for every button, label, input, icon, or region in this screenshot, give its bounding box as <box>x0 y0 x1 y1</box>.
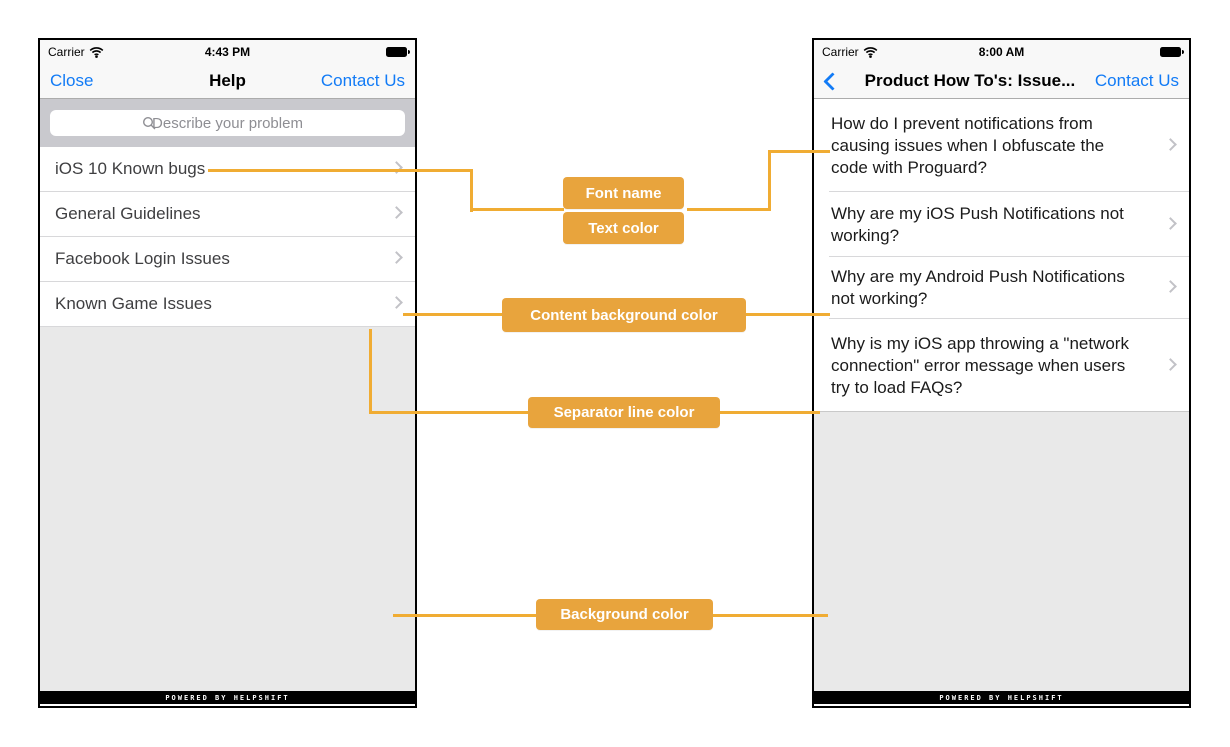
connector-separator-left-v <box>369 329 372 414</box>
faq-question-item[interactable]: How do I prevent notifications from caus… <box>814 99 1189 192</box>
connector-font-name-left-h2 <box>470 208 564 211</box>
chevron-right-icon <box>1164 216 1177 230</box>
nav-bar: Help Close Contact Us <box>40 64 415 99</box>
faq-question-item[interactable]: Why are my Android Push Notifications no… <box>814 257 1189 319</box>
faq-section-item[interactable]: General Guidelines <box>40 192 415 237</box>
chevron-right-icon <box>390 296 403 309</box>
footer-divider <box>40 704 415 706</box>
status-time: 8:00 AM <box>978 45 1025 59</box>
nav-bar: Product How To's: Issue... Contact Us <box>814 64 1189 99</box>
chevron-right-icon <box>390 206 403 219</box>
faq-section-item[interactable]: Facebook Login Issues <box>40 237 415 282</box>
faq-question-list: How do I prevent notifications from caus… <box>814 99 1189 412</box>
faq-question-item[interactable]: Why are my iOS Push Notifications not wo… <box>814 192 1189 257</box>
faq-question-item[interactable]: Why is my iOS app throwing a "network co… <box>814 319 1189 412</box>
connector-font-name-left-v <box>470 169 473 212</box>
search-section <box>40 99 415 147</box>
connector-content-bg-left <box>403 313 502 316</box>
close-button[interactable]: Close <box>50 71 94 90</box>
nav-title: Help <box>209 71 246 90</box>
chevron-right-icon <box>390 251 403 264</box>
connector-background-left <box>393 614 536 617</box>
text-color-tag[interactable]: Text color <box>563 212 684 244</box>
connector-content-bg-right <box>746 313 830 316</box>
phone-mockup-faq-questions: Carrier 8:00 AM Product How To's: Issue.… <box>812 38 1191 708</box>
connector-font-name-right-v <box>768 150 771 211</box>
connector-background-right <box>713 614 828 617</box>
powered-by-helpshift-badge: POWERED BY HELPSHIFT <box>814 691 1189 704</box>
connector-font-name-left-h <box>208 169 473 172</box>
status-bar: Carrier 4:43 PM <box>40 40 415 64</box>
back-chevron-icon[interactable] <box>823 71 842 91</box>
status-bar: Carrier 8:00 AM <box>814 40 1189 64</box>
faq-section-item[interactable]: Known Game Issues <box>40 282 415 327</box>
separator-line-color-tag[interactable]: Separator line color <box>528 397 720 428</box>
background-color-tag[interactable]: Background color <box>536 599 713 630</box>
phone-mockup-faq-sections: Carrier 4:43 PM Help Close Contact Us <box>38 38 417 708</box>
chevron-right-icon <box>1164 357 1177 371</box>
connector-font-name-right-h <box>768 150 830 153</box>
wifi-icon <box>863 46 878 58</box>
powered-by-helpshift-badge: POWERED BY HELPSHIFT <box>40 691 415 704</box>
nav-title: Product How To's: Issue... <box>864 71 1076 90</box>
connector-font-name-right-h2 <box>687 208 771 211</box>
faq-section-list: iOS 10 Known bugs General Guidelines Fac… <box>40 147 415 327</box>
battery-icon <box>386 47 410 57</box>
chevron-right-icon <box>1164 137 1177 151</box>
carrier-label: Carrier <box>48 45 85 59</box>
connector-separator-right-h <box>720 411 820 414</box>
battery-icon <box>1160 47 1184 57</box>
carrier-label: Carrier <box>822 45 859 59</box>
chevron-right-icon <box>1164 280 1177 293</box>
font-name-tag[interactable]: Font name <box>563 177 684 209</box>
content-background-color-tag[interactable]: Content background color <box>502 298 746 332</box>
contact-us-button[interactable]: Contact Us <box>320 71 405 90</box>
connector-separator-left-h <box>369 411 528 414</box>
status-time: 4:43 PM <box>204 45 251 59</box>
wifi-icon <box>89 46 104 58</box>
contact-us-button[interactable]: Contact Us <box>1094 71 1179 90</box>
footer-divider <box>814 704 1189 706</box>
search-input[interactable] <box>50 110 405 136</box>
